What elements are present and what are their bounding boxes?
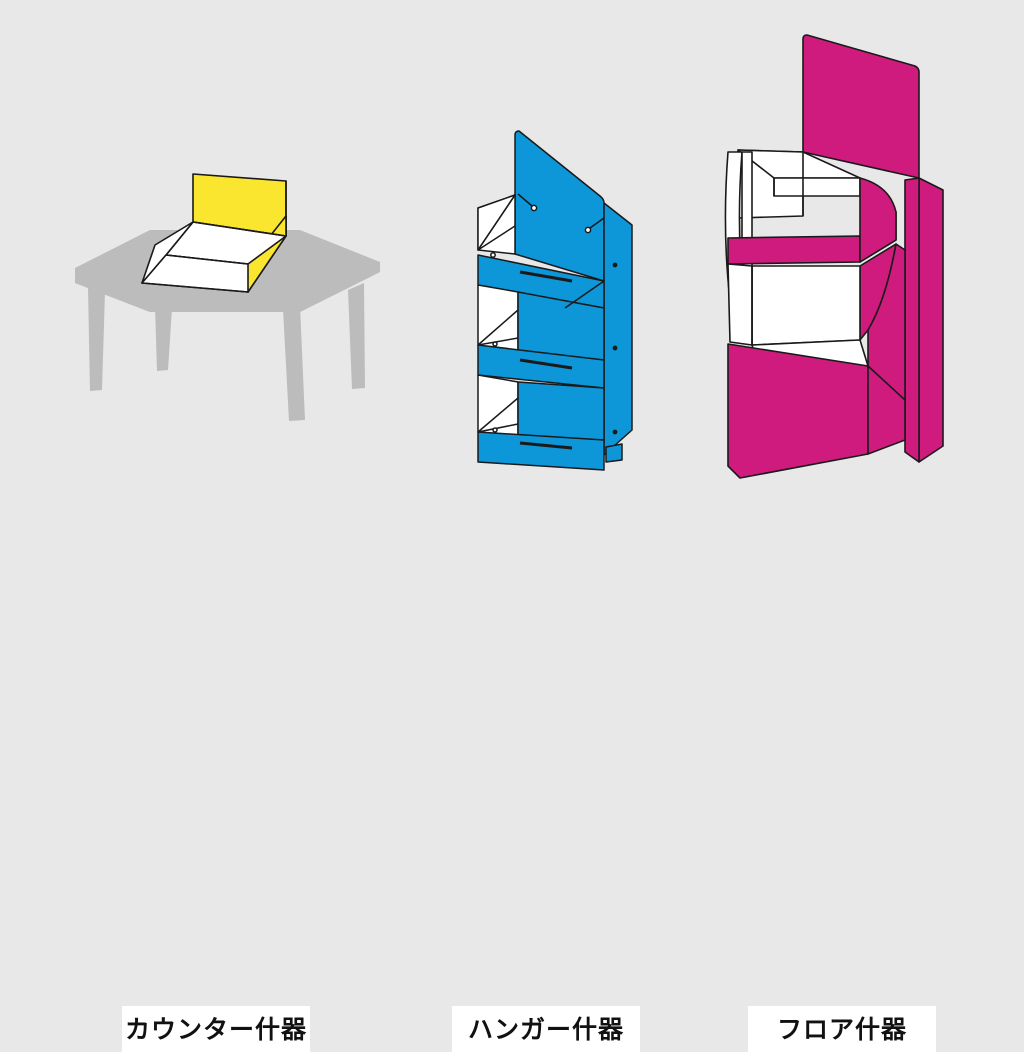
floor-cavity-curved-wall-lower2 [867, 243, 906, 401]
floor-side-column-right [918, 177, 944, 463]
floor-shelf-cavity-lower [751, 265, 861, 346]
floor-shelf-cavity-left-wall [727, 263, 753, 346]
floor-base-front [727, 343, 869, 479]
counter-pop-unit [141, 173, 287, 293]
floor-shelf-upper-face [773, 177, 861, 197]
counter-front-lip [141, 282, 249, 293]
caption-hanger-display: ハンガー什器 [452, 1006, 640, 1052]
caption-row: カウンター什器 ハンガー什器 フロア什器 [0, 498, 1024, 1052]
hanger-fastener-group [517, 193, 605, 234]
counter-display-illustration [0, 0, 400, 500]
floor-display-illustration [700, 0, 1024, 500]
caption-floor-label: フロア什器 [776, 1014, 907, 1044]
hanger-side-hole-mid [612, 345, 618, 351]
hanger-side-hole-top [612, 262, 618, 268]
floor-header-panel [802, 34, 920, 179]
floor-side-column-edge [904, 177, 920, 463]
hanger-base-foot-tab [605, 443, 623, 463]
caption-counter-display: カウンター什器 [122, 1006, 310, 1052]
hanger-display-illustration [400, 0, 700, 500]
hanger-header-panel [514, 130, 605, 282]
hanger-base-panel [477, 431, 605, 471]
caption-counter-label: カウンター什器 [124, 1014, 307, 1044]
floor-cavity-curved-wall [859, 177, 897, 263]
hanger-side-hole-low [612, 429, 618, 435]
hanger-shelf-back-2 [517, 381, 605, 441]
floor-base-right [867, 365, 906, 455]
caption-floor-display: フロア什器 [748, 1006, 936, 1052]
caption-hanger-label: ハンガー什器 [467, 1014, 624, 1044]
floor-accent-band [727, 235, 861, 265]
hanger-side-panel-right [603, 202, 633, 456]
